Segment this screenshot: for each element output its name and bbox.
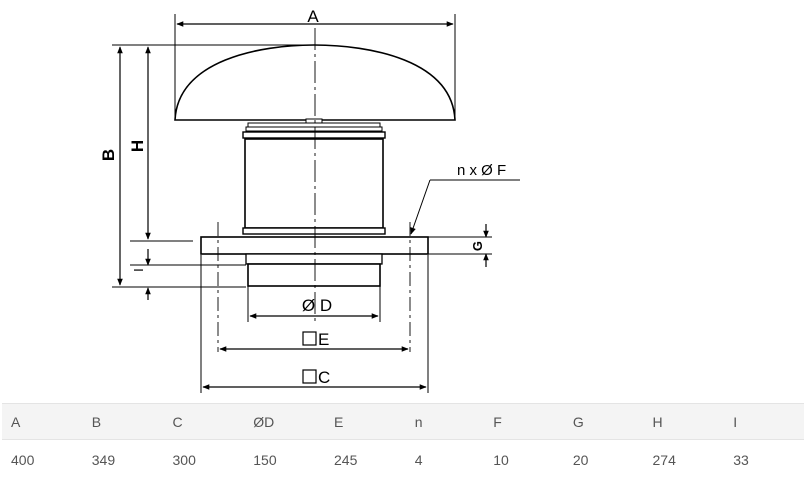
value-cell: 274 [652, 451, 676, 468]
value-cell: 349 [91, 451, 116, 468]
header-cell: B [91, 413, 102, 430]
dimension-a-label: A [307, 7, 319, 26]
square-symbol [302, 331, 317, 346]
header-cell: A [11, 413, 21, 430]
neck-band [242, 131, 386, 139]
dimension-f-label: n x Ø F [457, 162, 506, 179]
header-cell: G [572, 413, 584, 430]
dimension-e-label: E [318, 330, 329, 349]
lower-band [242, 227, 386, 235]
spigot [245, 253, 383, 265]
header-cell: H [652, 413, 663, 430]
header-cell: ØD [253, 413, 275, 430]
value-cell: 400 [11, 451, 35, 468]
base-flange [200, 236, 429, 255]
value-cell: 10 [493, 451, 509, 468]
spigot-pipe [247, 263, 381, 287]
dimension-d-label: Ø D [302, 296, 332, 315]
value-cell: 20 [572, 451, 589, 468]
square-symbol [302, 369, 317, 384]
value-cell: 245 [334, 451, 358, 468]
dimensions-table: A B C ØD E n F G H I 400 349 300 150 245… [2, 403, 804, 480]
neck-ring [245, 126, 383, 132]
value-cell: 300 [172, 451, 196, 468]
table-row: 400 349 300 150 245 4 10 20 274 33 [2, 439, 804, 480]
table-header-row: A B C ØD E n F G H I [2, 403, 804, 440]
header-cell: n [414, 413, 423, 430]
value-cell: 150 [253, 451, 277, 468]
neck-ring [247, 122, 381, 128]
header-cell: F [493, 413, 502, 430]
header-cell: E [334, 413, 344, 430]
value-cell: 33 [733, 451, 749, 468]
dimension-g-label: G [470, 241, 485, 251]
dimension-i-label: I [131, 268, 146, 272]
value-cell: 4 [414, 451, 423, 468]
fan-technical-drawing: A B H I G n x Ø F Ø D E C [99, 7, 520, 393]
dimension-h-label: H [128, 140, 147, 152]
motor-housing [244, 138, 384, 229]
header-cell: I [733, 413, 738, 430]
dimension-c-label: C [318, 368, 330, 387]
header-cell: C [172, 413, 183, 430]
dimension-b-label: B [99, 149, 118, 161]
